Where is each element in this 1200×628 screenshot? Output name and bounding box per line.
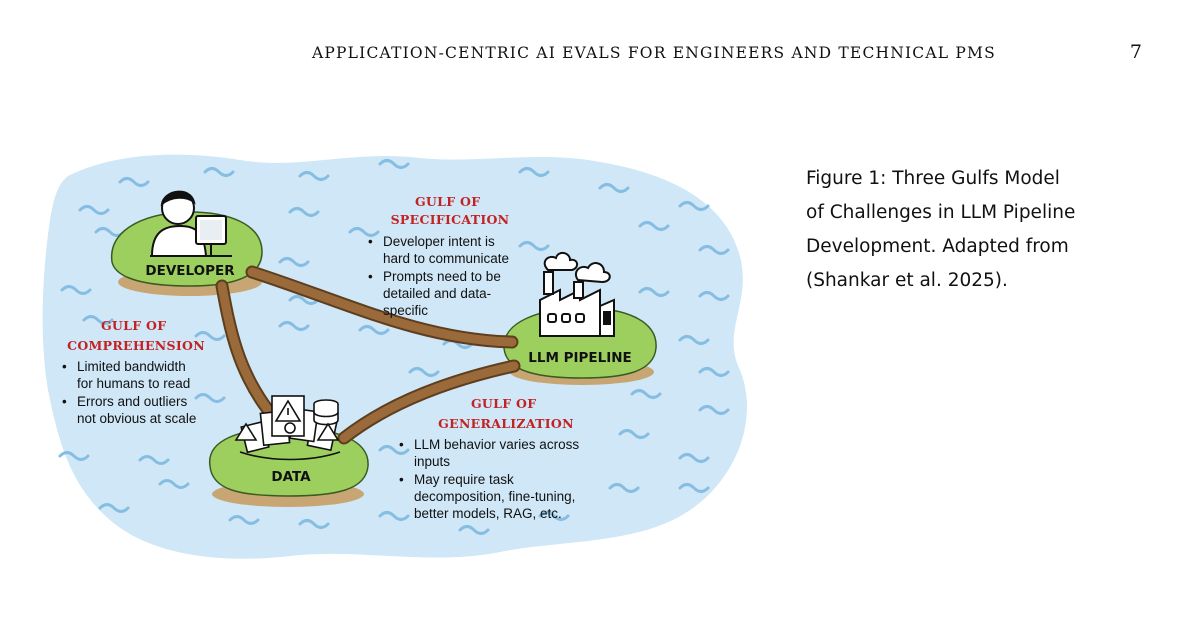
- wave-mark: [518, 241, 550, 251]
- gulf-specification-bullet: • Prompts need to be detailed and data- …: [368, 269, 505, 318]
- wave-mark: [118, 177, 150, 187]
- wave-mark: [678, 483, 710, 493]
- wave-mark: [203, 167, 235, 177]
- wave-mark: [378, 159, 410, 169]
- running-title: APPLICATION-CENTRIC AI EVALS FOR ENGINEE…: [312, 44, 996, 62]
- developer-person-icon: [150, 190, 232, 257]
- wave-mark: [288, 295, 320, 305]
- wave-mark: [618, 429, 650, 439]
- wave-mark: [228, 515, 260, 525]
- wave-mark: [598, 183, 630, 193]
- wave-mark: [538, 511, 570, 521]
- data-label: DATA: [271, 469, 311, 485]
- caption-line: of Challenges in LLM Pipeline: [806, 202, 1076, 223]
- page-number: 7: [1129, 41, 1142, 63]
- caption-line: (Shankar et al. 2025).: [806, 270, 1008, 291]
- wave-mark: [630, 389, 662, 399]
- developer-label: DEVELOPER: [145, 263, 235, 279]
- caption-line: Development. Adapted from: [806, 236, 1069, 257]
- wave-mark: [348, 227, 380, 237]
- wave-mark: [138, 455, 170, 465]
- wave-mark: [678, 453, 710, 463]
- factory-icon: [539, 252, 615, 337]
- wave-mark: [194, 331, 226, 341]
- wave-mark: [58, 451, 90, 461]
- paths: [215, 265, 521, 445]
- gulf-generalization-bullet: • LLM behavior varies across inputs: [399, 437, 583, 469]
- gulf-comprehension: GULF OF COMPREHENSION • Limited bandwidt…: [62, 318, 205, 426]
- gulf-comprehension-bullet: • Limited bandwidth for humans to read: [62, 359, 190, 391]
- gulf-generalization: GULF OF GENERALIZATION • LLM behavior va…: [399, 396, 583, 521]
- gulf-generalization-title: GULF OF GENERALIZATION: [438, 396, 574, 431]
- wave-mark: [298, 519, 330, 529]
- gulf-specification: GULF OF SPECIFICATION • Developer intent…: [368, 194, 509, 318]
- wave-mark: [82, 315, 114, 325]
- wave-mark: [194, 393, 226, 403]
- running-header: APPLICATION-CENTRIC AI EVALS FOR ENGINEE…: [312, 41, 1142, 63]
- figure-caption: Figure 1: Three Gulfs Model of Challenge…: [806, 162, 1126, 298]
- gulf-generalization-bullet: • May require task decomposition, fine-t…: [399, 472, 579, 521]
- wave-mark: [288, 207, 320, 217]
- wave-mark: [698, 405, 730, 415]
- gulf-comprehension-bullet: • Errors and outliers not obvious at sca…: [62, 394, 196, 426]
- wave-marks: [58, 159, 730, 535]
- wave-mark: [78, 205, 110, 215]
- wave-mark: [638, 287, 670, 297]
- wave-mark: [278, 321, 310, 331]
- wave-mark: [698, 367, 730, 377]
- three-gulfs-diagram: DEVELOPER LLM PIPELINE DATA: [42, 154, 747, 559]
- gulf-specification-bullet: • Developer intent is hard to communicat…: [368, 234, 509, 266]
- documents-icon: [234, 395, 341, 461]
- wave-mark: [158, 479, 190, 489]
- wave-mark: [298, 171, 330, 181]
- wave-mark: [278, 257, 310, 267]
- wave-mark: [698, 245, 730, 255]
- gulf-specification-title: GULF OF SPECIFICATION: [391, 194, 510, 227]
- wave-mark: [638, 221, 670, 231]
- wave-mark: [458, 525, 490, 535]
- caption-line: Figure 1: Three Gulfs Model: [806, 168, 1060, 189]
- wave-mark: [60, 285, 92, 295]
- wave-mark: [678, 201, 710, 211]
- wave-mark: [698, 291, 730, 301]
- wave-mark: [408, 367, 440, 377]
- wave-mark: [378, 445, 410, 455]
- wave-mark: [678, 335, 710, 345]
- wave-mark: [518, 167, 550, 177]
- wave-mark: [378, 511, 410, 521]
- wave-mark: [98, 503, 130, 513]
- gulf-comprehension-title: GULF OF COMPREHENSION: [67, 318, 205, 353]
- wave-mark: [358, 325, 390, 335]
- llm-pipeline-label: LLM PIPELINE: [528, 350, 632, 366]
- wave-mark: [608, 483, 640, 493]
